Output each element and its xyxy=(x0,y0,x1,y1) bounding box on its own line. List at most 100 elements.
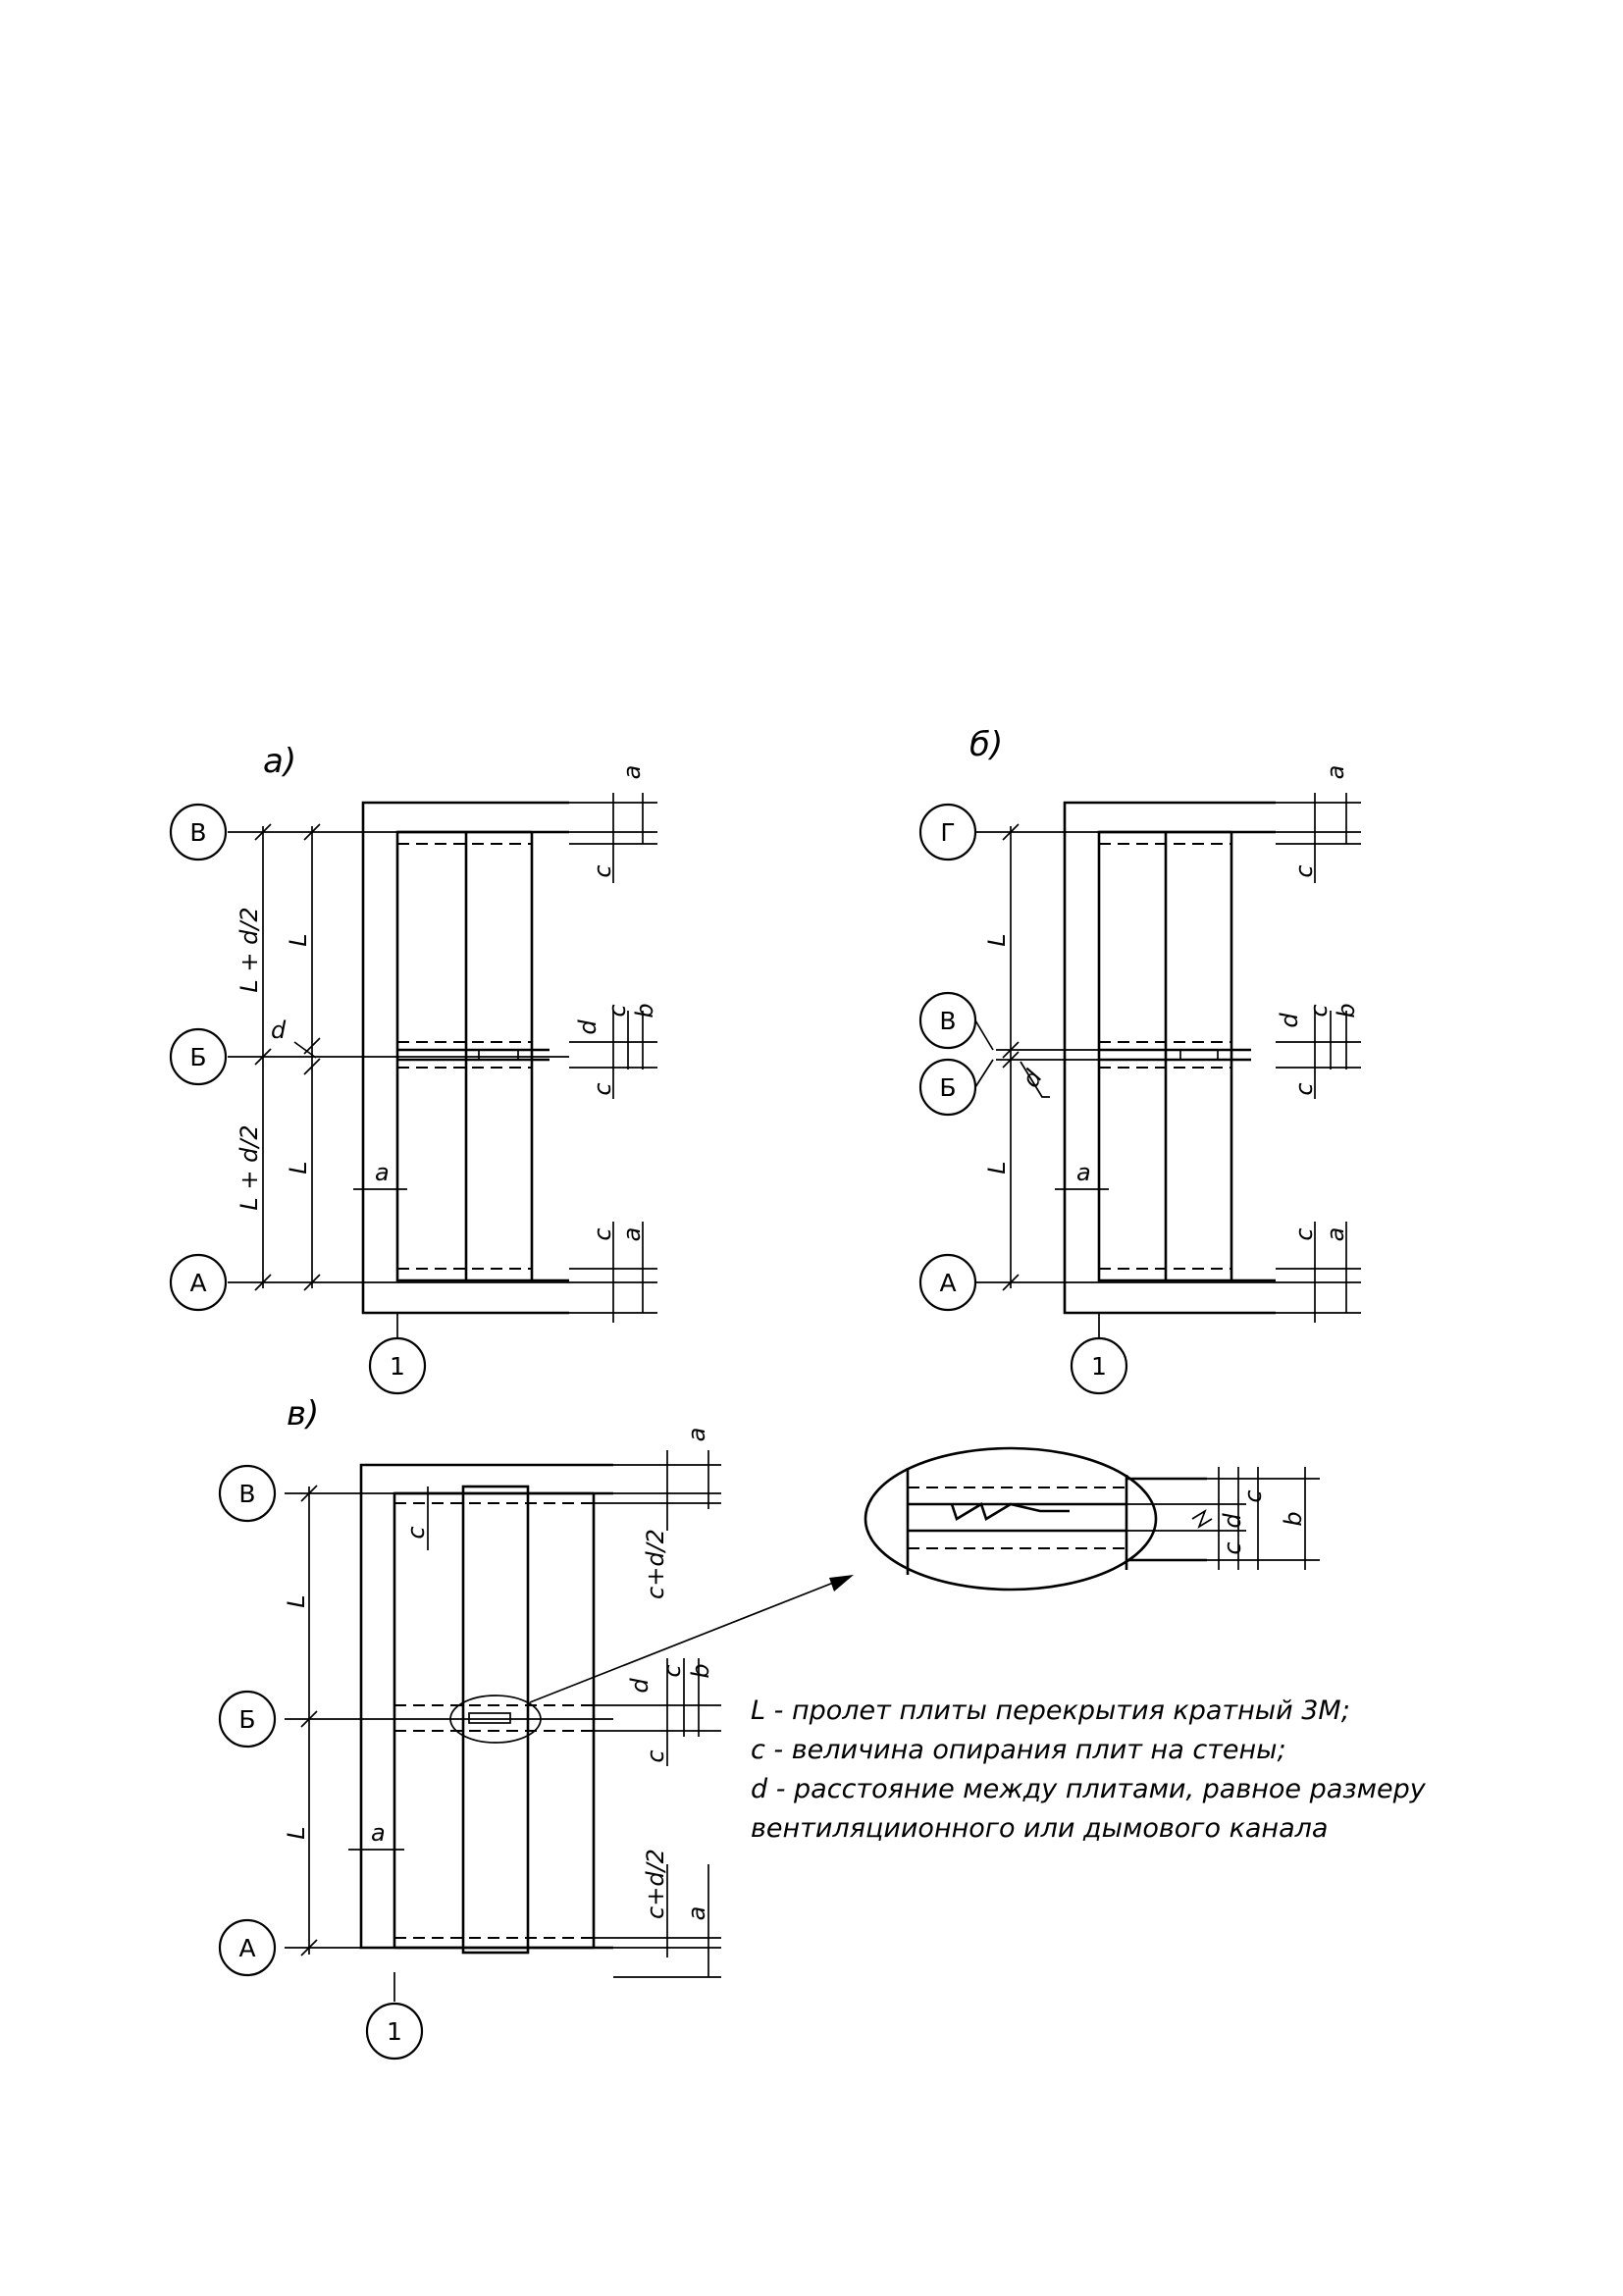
detail-dim-c-top: c xyxy=(1239,1489,1267,1502)
panel-b-dim-r-b-mid: b xyxy=(1333,1003,1360,1018)
panel-b-axis-bubble-1 xyxy=(1070,1336,1128,1395)
panel-a-axis-bubble-a xyxy=(169,1253,228,1312)
legend: L - пролет плиты перекрытия кратный 3М; … xyxy=(751,1696,1427,1844)
detail-dim-c-bot: c xyxy=(1219,1541,1246,1554)
panel-a-channel xyxy=(478,1049,519,1061)
panel-c-axis-bubble-v xyxy=(218,1464,277,1523)
panel-a-dim-r-c-mid-top: c xyxy=(603,1004,631,1017)
panel-b-dim-r-c-bot: c xyxy=(1290,1227,1318,1240)
panel-b-dim-r-d-mid: d xyxy=(1276,1013,1303,1028)
panel-a-dim-r-b-mid: b xyxy=(631,1003,658,1018)
panel-b-wall-outline xyxy=(1063,801,1276,1315)
panel-a-dim-l-d2-top: L + d/2 xyxy=(236,907,263,992)
detail-view: c d c b xyxy=(864,1446,1320,1592)
panel-a-dim-d-left: d xyxy=(271,1017,287,1044)
panel-c-arrowhead xyxy=(829,1575,854,1592)
panel-a-dim-r-c-mid-bot: c xyxy=(589,1082,616,1095)
panel-c-tick xyxy=(300,1939,318,1957)
panel-c-channel xyxy=(468,1712,511,1724)
detail-break-mark xyxy=(1191,1508,1213,1530)
panel-b-label: б) xyxy=(969,725,1003,764)
panel-b-dim-r-c-mid-bot: c xyxy=(1290,1082,1318,1095)
panel-c-dim-r-a-bot: a xyxy=(683,1906,710,1921)
panel-a-axis-label-1: 1 xyxy=(390,1352,405,1381)
legend-line-4: вентиляциионного или дымового канала xyxy=(751,1813,1328,1844)
panel-b-axis-label-1: 1 xyxy=(1091,1352,1107,1381)
panel-b-tick xyxy=(1002,1051,1020,1069)
panel-c-axis-label-b: Б xyxy=(238,1705,255,1734)
legend-line-3: d - расстояние между плитами, равное раз… xyxy=(751,1774,1427,1804)
panel-c-dim-r-cd2-top: c+d/2 xyxy=(642,1529,669,1599)
panel-c-dim-l-top: L xyxy=(283,1594,310,1607)
panel-c-axis-bubble-a xyxy=(218,1918,277,1977)
panel-c-dim-a-inner: a xyxy=(371,1819,386,1847)
panel-a-dim-l-d2-bottom: L + d/2 xyxy=(236,1124,263,1210)
panel-c-detail-arrow xyxy=(529,1577,847,1703)
panel-a-label: а) xyxy=(263,742,296,781)
panel-b-bubble-leader xyxy=(974,1019,994,1051)
panel-b-axis-bubble-a xyxy=(918,1253,977,1312)
panel-b-axis-label-b: Б xyxy=(939,1073,956,1102)
panel-c-tick xyxy=(300,1710,318,1728)
panel-b-tick xyxy=(1002,1274,1020,1291)
panel-b-dim-l-bottom: L xyxy=(983,1161,1011,1174)
panel-a: а) В Б А 1 xyxy=(169,742,658,1395)
panel-c-dim-r-cd2-bot: c+d/2 xyxy=(642,1849,669,1919)
panel-b-dim-r-a-bot: a xyxy=(1322,1227,1349,1242)
panel-b-dim-l-top: L xyxy=(983,933,1011,946)
panel-b-tick xyxy=(1002,1041,1020,1059)
detail-ellipse xyxy=(864,1446,1158,1592)
panel-a-axis-label-v: В xyxy=(189,818,206,847)
panel-b-dim-r-a-top: a xyxy=(1322,765,1349,780)
panel-c-dim-r-c-mid-top: c xyxy=(658,1664,686,1677)
panel-c-axis-bubble-b xyxy=(218,1690,277,1748)
detail-channel-hatch xyxy=(950,1502,1070,1521)
panel-b-bubble-leader xyxy=(974,1059,994,1088)
panel-a-wall-outline xyxy=(361,801,569,1315)
panel-c-dim-c-inner: c xyxy=(402,1526,430,1539)
panel-a-tick xyxy=(254,1048,272,1066)
panel-b-dim-r-c-top: c xyxy=(1290,864,1318,877)
panel-b-dim-d-left: d xyxy=(1017,1065,1048,1092)
panel-a-tick xyxy=(254,1274,272,1291)
panel-a-axis-bubble-v xyxy=(169,803,228,861)
panel-c-dim-r-a-top: a xyxy=(683,1428,710,1442)
panel-a-tick xyxy=(303,823,321,841)
panel-a-dim-r-c-top: c xyxy=(589,864,616,877)
panel-c-axis-label-a: А xyxy=(238,1934,255,1962)
detail-dim-b: b xyxy=(1280,1511,1307,1526)
panel-a-axis-label-a: А xyxy=(189,1269,206,1297)
panel-c-dim-r-b-mid: b xyxy=(687,1663,714,1678)
panel-c-tick xyxy=(300,1485,318,1502)
panel-c: в) В Б А 1 L L c a xyxy=(218,1394,854,2061)
panel-c-label: в) xyxy=(287,1394,319,1434)
panel-a-leader xyxy=(293,1041,317,1059)
panel-b-dim-a-inner: a xyxy=(1076,1159,1091,1186)
panel-a-tick xyxy=(303,1274,321,1291)
panel-a-tick xyxy=(254,823,272,841)
panel-c-axis-label-v: В xyxy=(238,1480,255,1508)
panel-a-tick xyxy=(303,1058,321,1075)
panel-a-axis-bubble-1 xyxy=(368,1336,427,1395)
panel-b-axis-label-v: В xyxy=(939,1007,956,1035)
panel-c-dim-r-c-mid-bot: c xyxy=(642,1749,669,1762)
detail-dim-d: d xyxy=(1219,1513,1246,1529)
panel-b-axis-bubble-g xyxy=(918,803,977,861)
panel-b-d-leader xyxy=(1020,1061,1050,1098)
panel-b-wall-inner xyxy=(1097,830,1276,1282)
panel-b-channel xyxy=(1179,1049,1219,1061)
panel-c-dim-r-d-mid: d xyxy=(626,1678,654,1694)
panel-a-axis-label-b: Б xyxy=(189,1043,206,1071)
legend-line-2: c - величина опирания плит на стены; xyxy=(751,1735,1286,1765)
panel-c-wall-inner xyxy=(393,1491,613,1948)
panel-a-dim-r-a-bot: a xyxy=(618,1227,646,1242)
panel-b-dim-r-c-mid-top: c xyxy=(1305,1004,1333,1017)
panel-b-axis-label-g: Г xyxy=(940,818,955,847)
panel-b-tick xyxy=(1002,823,1020,841)
panel-a-dim-a-inner: a xyxy=(375,1159,390,1186)
panel-a-dim-r-a-top: a xyxy=(618,765,646,780)
panel-c-axis-label-1: 1 xyxy=(387,2017,402,2046)
panel-a-dim-r-d-mid: d xyxy=(574,1019,602,1035)
panel-a-dim-l-top: L xyxy=(285,933,312,946)
panel-b-axis-label-a: А xyxy=(939,1269,956,1297)
